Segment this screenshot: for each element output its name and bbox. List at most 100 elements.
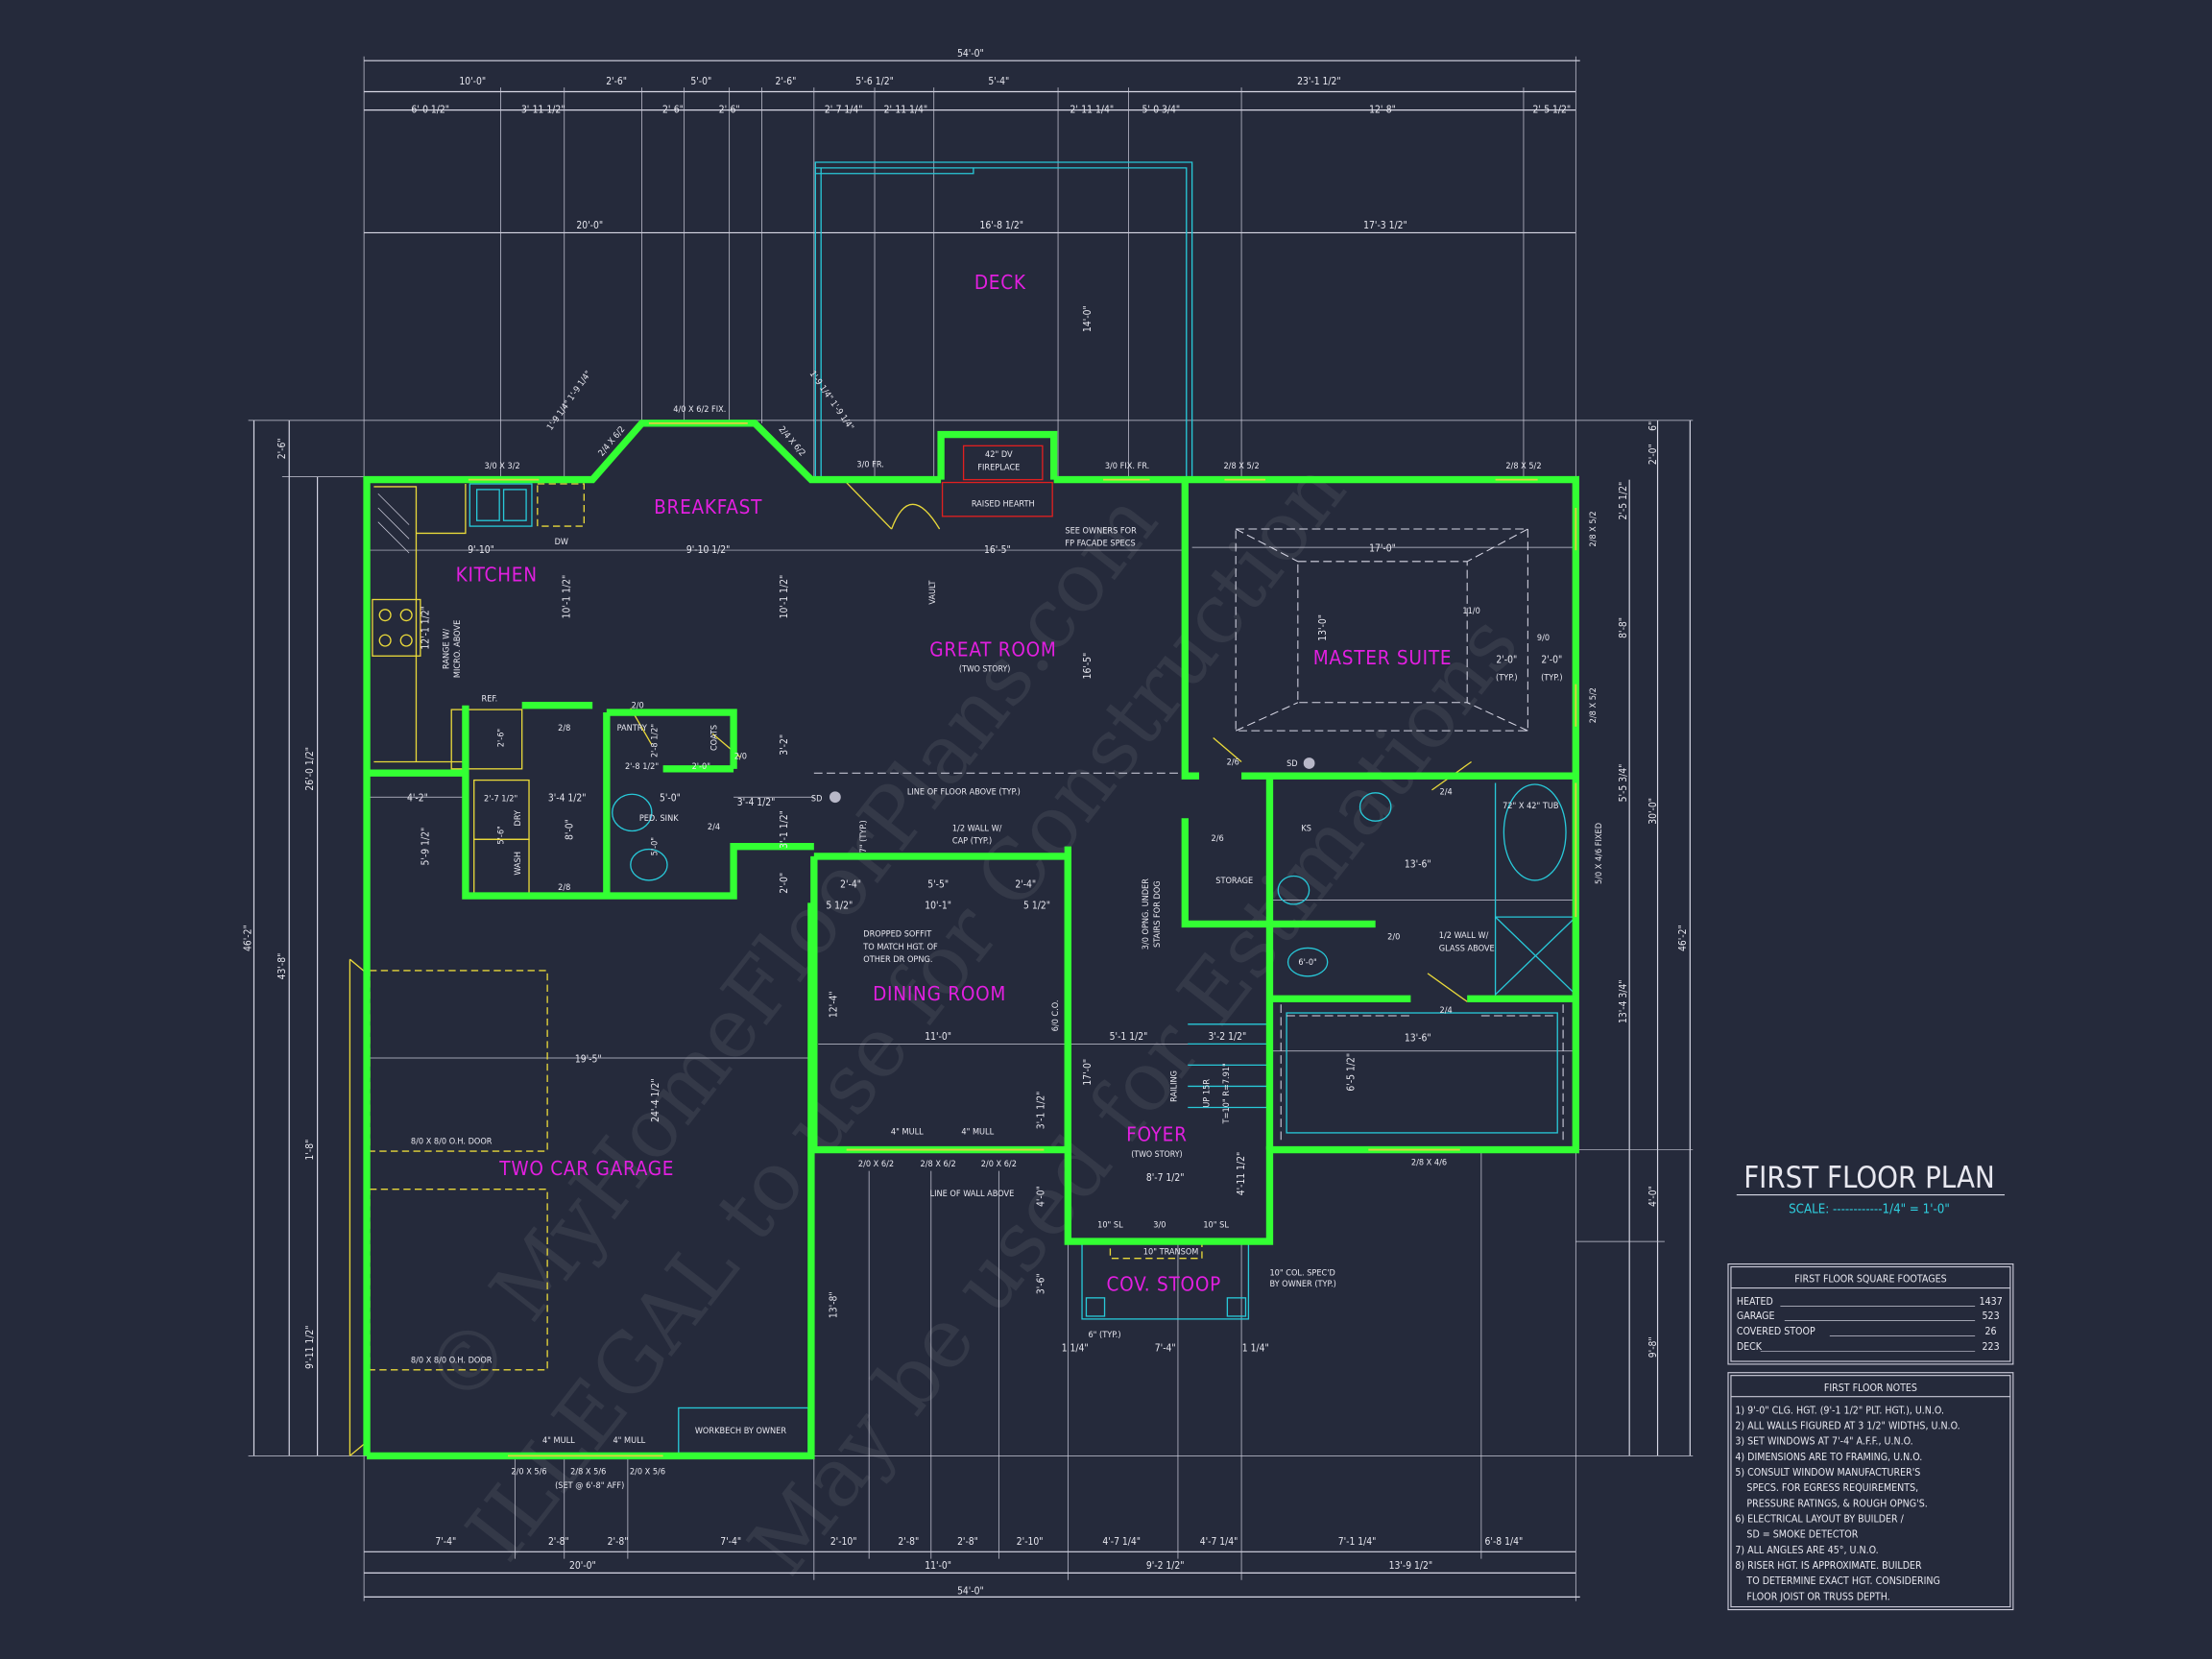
plan-title: FIRST FLOOR PLAN [1743,1161,1994,1195]
svg-text:4'-11 1/2": 4'-11 1/2" [1236,1152,1247,1196]
svg-text:FP FACADE SPECS: FP FACADE SPECS [1065,540,1135,549]
svg-text:2/0: 2/0 [632,702,644,711]
svg-text:FLOOR JOIST OR TRUSS DEPTH.: FLOOR JOIST OR TRUSS DEPTH. [1735,1591,1889,1602]
svg-text:2'-4": 2'-4" [1015,878,1036,890]
svg-text:12'-1 1/2": 12'-1 1/2" [421,606,432,650]
svg-text:523: 523 [1983,1310,2000,1322]
svg-text:2/8 X 5/2: 2/8 X 5/2 [1589,511,1599,546]
svg-text:8'-8": 8'-8" [1618,617,1629,638]
svg-text:2'-10": 2'-10" [830,1536,857,1548]
svg-text:2/8: 2/8 [558,883,570,893]
svg-text:3'-2": 3'-2" [779,734,790,756]
svg-text:KS: KS [1301,824,1311,833]
svg-text:8/0 X 8/0 O.H. DOOR: 8/0 X 8/0 O.H. DOOR [411,1138,493,1147]
svg-text:2/4: 2/4 [708,823,720,832]
svg-text:3'-4 1/2": 3'-4 1/2" [737,797,776,808]
room-foyer: FOYER [1126,1123,1188,1146]
svg-text:5'-0": 5'-0" [690,76,711,87]
svg-text:13'-6": 13'-6" [1405,1032,1431,1044]
svg-text:223: 223 [1983,1341,2000,1353]
svg-text:2'-8": 2'-8" [898,1536,919,1548]
svg-text:4" MULL: 4" MULL [891,1127,924,1137]
svg-text:16'-5": 16'-5" [984,544,1011,556]
svg-text:46'-2": 46'-2" [243,925,254,951]
side-dimensions: 2'-6" 26'-0 1/2" 43'-8" 46'-2" 1'-8" 9'-… [243,421,1689,1369]
svg-text:2/0: 2/0 [1387,933,1400,943]
svg-text:3'-4 1/2": 3'-4 1/2" [548,793,587,805]
svg-text:3/0: 3/0 [1153,1220,1166,1230]
svg-text:SPECS. FOR EGRESS REQUIREMENTS: SPECS. FOR EGRESS REQUIREMENTS, [1735,1482,1918,1494]
svg-text:2'-8 1/2": 2'-8 1/2" [651,724,661,757]
svg-text:5'-9 1/2": 5'-9 1/2" [421,828,432,866]
svg-text:MICRO. ABOVE: MICRO. ABOVE [453,620,463,678]
svg-text:2'-0": 2'-0" [692,762,710,772]
svg-text:10'-1 1/2": 10'-1 1/2" [779,575,790,619]
svg-text:10'-1 1/2": 10'-1 1/2" [562,575,573,619]
svg-text:12'-4": 12'-4" [828,991,839,1018]
svg-text:13'-6": 13'-6" [1405,859,1431,871]
svg-text:2/6: 2/6 [1227,757,1239,767]
svg-text:2'-6": 2'-6" [719,105,740,116]
svg-text:4" MULL: 4" MULL [542,1436,575,1446]
svg-text:1 1/4": 1 1/4" [1062,1343,1089,1355]
svg-text:2'-10": 2'-10" [1017,1536,1044,1548]
svg-text:30'-0": 30'-0" [1647,798,1659,825]
svg-text:COATS: COATS [709,725,719,751]
svg-text:PANTRY: PANTRY [617,724,648,733]
svg-text:REF.: REF. [482,694,498,704]
svg-text:DRY: DRY [514,809,523,826]
svg-text:20'-0": 20'-0" [569,1560,596,1572]
svg-text:13'-4 3/4": 13'-4 3/4" [1618,980,1629,1024]
svg-text:17'-0": 17'-0" [1082,1059,1094,1086]
svg-text:1/2 WALL W/: 1/2 WALL W/ [1439,931,1489,941]
svg-text:8) RISER HGT. IS APPROXIMATE.: 8) RISER HGT. IS APPROXIMATE. BUILDER [1735,1560,1922,1572]
svg-text:13'-9 1/2": 13'-9 1/2" [1389,1560,1433,1572]
svg-text:2/8 X 5/6: 2/8 X 5/6 [570,1468,606,1478]
svg-text:PED. SINK: PED. SINK [639,814,679,824]
svg-text:9'-10": 9'-10" [468,544,494,556]
svg-text:3/0 OPNG. UNDER: 3/0 OPNG. UNDER [1142,878,1151,950]
title-block: FIRST FLOOR PLAN SCALE: ------------1/4"… [1727,1161,2014,1611]
walls [363,420,1579,1460]
svg-text:RAILING: RAILING [1169,1070,1179,1102]
dimension-lines [248,56,1694,1601]
svg-text:2) ALL WALLS FIGURED AT 3 1/2": 2) ALL WALLS FIGURED AT 3 1/2" WIDTHS, U… [1735,1421,1960,1432]
svg-text:54'-0": 54'-0" [957,48,984,60]
svg-text:7) ALL ANGLES ARE 45°, U.N.O.: 7) ALL ANGLES ARE 45°, U.N.O. [1735,1545,1878,1556]
svg-text:5'-0": 5'-0" [651,837,661,855]
plan-scale: SCALE: ------------1/4" = 1'-0" [1789,1203,1950,1217]
svg-text:6'-5 1/2": 6'-5 1/2" [1346,1053,1358,1092]
svg-text:FIREPLACE: FIREPLACE [977,463,1020,472]
svg-text:2/4: 2/4 [1440,787,1453,797]
svg-text:2/0 X 6/2: 2/0 X 6/2 [981,1160,1017,1169]
svg-text:4/0 X 6/2 FIX.: 4/0 X 6/2 FIX. [673,405,726,415]
svg-text:13'-8": 13'-8" [828,1291,839,1318]
svg-text:2/8 X 5/2: 2/8 X 5/2 [1505,462,1541,471]
svg-text:2'-11 1/4": 2'-11 1/4" [1070,105,1115,116]
svg-text:3) SET WINDOWS AT 7'-4" A.F.F.: 3) SET WINDOWS AT 7'-4" A.F.F., U.N.O. [1735,1436,1912,1448]
svg-text:10" COL. SPEC'D: 10" COL. SPEC'D [1269,1268,1334,1278]
svg-text:2'-8": 2'-8" [957,1536,978,1548]
svg-text:5'-5 3/4": 5'-5 3/4" [1618,764,1629,803]
svg-text:3'-6": 3'-6" [1035,1273,1046,1294]
svg-text:5'-0 3/4": 5'-0 3/4" [1142,105,1180,116]
svg-text:(TYP.): (TYP.) [1541,673,1563,683]
svg-text:(TWO STORY): (TWO STORY) [959,664,1010,674]
room-kitchen: KITCHEN [456,563,538,586]
svg-text:2/8: 2/8 [558,724,570,733]
svg-text:72" X 42" TUB: 72" X 42" TUB [1503,802,1559,811]
svg-text:4" MULL: 4" MULL [613,1436,645,1446]
svg-text:2/0 X 6/2: 2/0 X 6/2 [858,1160,894,1169]
svg-text:7" (TYP.): 7" (TYP.) [859,820,869,853]
svg-text:DECK: DECK [1737,1341,1763,1353]
svg-text:2/0 X 5/6: 2/0 X 5/6 [630,1468,665,1478]
svg-text:54'-0": 54'-0" [957,1585,984,1597]
svg-text:(SET @ 6'-8" AFF): (SET @ 6'-8" AFF) [555,1481,624,1491]
svg-text:2/0 X 5/6: 2/0 X 5/6 [511,1468,546,1478]
svg-text:5'-1 1/2": 5'-1 1/2" [1110,1031,1148,1043]
room-master-suite: MASTER SUITE [1313,646,1453,669]
svg-text:HEATED: HEATED [1737,1296,1773,1308]
svg-text:2'-0": 2'-0" [1647,444,1659,465]
svg-text:6'-0": 6'-0" [1298,958,1316,968]
